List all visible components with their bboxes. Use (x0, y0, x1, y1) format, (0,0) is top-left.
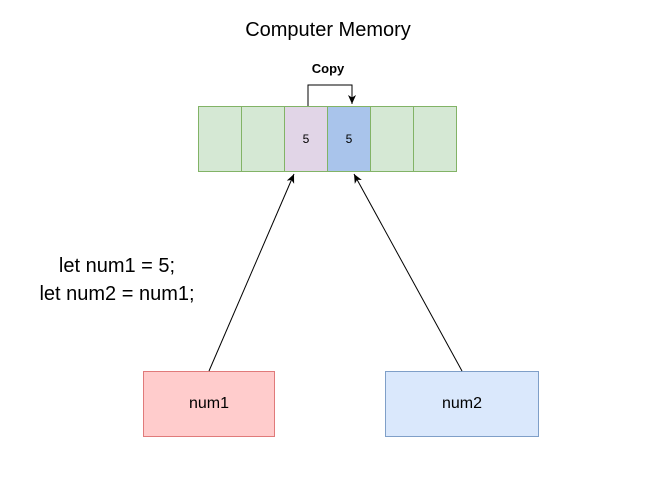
memory-cell-free (198, 106, 242, 172)
memory-cell-free (241, 106, 285, 172)
code-line: let num2 = num1; (39, 283, 195, 305)
code-line: let num1 = 5; (58, 255, 176, 277)
memory-cell-num2: 5 (327, 106, 371, 172)
num2-pointer-arrow (353, 173, 463, 372)
copy-arrow (307, 84, 356, 106)
num1-pointer-arrow (208, 173, 295, 372)
copy-label: Copy (311, 61, 345, 76)
variable-box-num2: num2 (385, 371, 539, 437)
variable-box-num1: num1 (143, 371, 275, 437)
memory-cell-free (413, 106, 457, 172)
code-snippet: let num1 = 5; let num2 = num1; (20, 252, 214, 308)
memory-strip: 5 5 (198, 106, 462, 172)
diagram-title: Computer Memory (245, 19, 411, 41)
memory-cell-num1: 5 (284, 106, 328, 172)
memory-cell-free (370, 106, 414, 172)
